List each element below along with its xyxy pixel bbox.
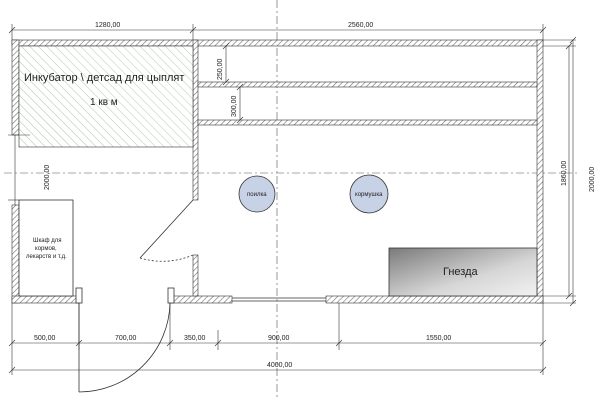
internal-door	[139, 199, 194, 262]
wall-top	[11, 39, 544, 47]
dim-bottom	[8, 303, 547, 375]
feeder: кормушка	[349, 174, 389, 214]
dim-bottom-3: 350,00	[184, 335, 206, 342]
dim-right-inner: 1860,00	[561, 161, 568, 186]
dim-shelves	[222, 42, 244, 124]
dim-top-left: 1280,00	[95, 22, 120, 29]
wall-left	[11, 39, 20, 136]
wall-bottom-right	[325, 295, 544, 304]
wall-bottom-left	[11, 295, 80, 304]
shelves	[197, 81, 538, 126]
wall-right	[536, 39, 544, 304]
cabinet-label-3: лекарств и т.д.	[26, 254, 67, 260]
shelf-2	[197, 119, 538, 126]
shelf-1	[197, 81, 538, 88]
incubator-area	[18, 45, 194, 148]
incubator-title: Инкубатор \ детсад для цыплят	[24, 72, 184, 84]
dim-top-right: 2560,00	[348, 22, 373, 29]
dim-shelf-gap-1: 250,00	[217, 58, 224, 80]
dim-bottom-5: 1550,00	[426, 335, 451, 342]
drinker-label: поилка	[247, 192, 267, 198]
dim-right-outer: 2000,00	[589, 167, 596, 192]
dim-left	[8, 134, 30, 205]
axis-lines	[4, 0, 580, 400]
dim-bottom-4: 900,00	[268, 335, 290, 342]
dim-right	[543, 36, 577, 307]
cabinet-label-2: кормов,	[35, 246, 57, 252]
wall-bottom-mid	[169, 295, 233, 304]
incubator-area-label: 1 кв м	[90, 97, 118, 108]
dim-top	[8, 24, 547, 40]
dim-shelf-gap-2: 300,00	[231, 95, 238, 117]
drinker: поилка	[238, 175, 276, 213]
dim-left-vertical: 2000,00	[44, 165, 51, 190]
wall-partition	[192, 39, 199, 201]
wall-partition-lower	[192, 254, 199, 297]
feeder-label: кормушка	[355, 192, 383, 198]
cabinet	[18, 199, 74, 297]
nests-box	[388, 247, 538, 297]
dim-bottom-2: 700,00	[115, 335, 137, 342]
dim-bottom-1: 500,00	[34, 335, 56, 342]
cabinet-label-1: Шкаф для	[33, 238, 61, 244]
dim-total: 4000,00	[267, 362, 292, 369]
wall-left-lower	[11, 204, 20, 304]
window-bottom	[232, 297, 326, 302]
nests-label: Гнезда	[443, 266, 479, 278]
